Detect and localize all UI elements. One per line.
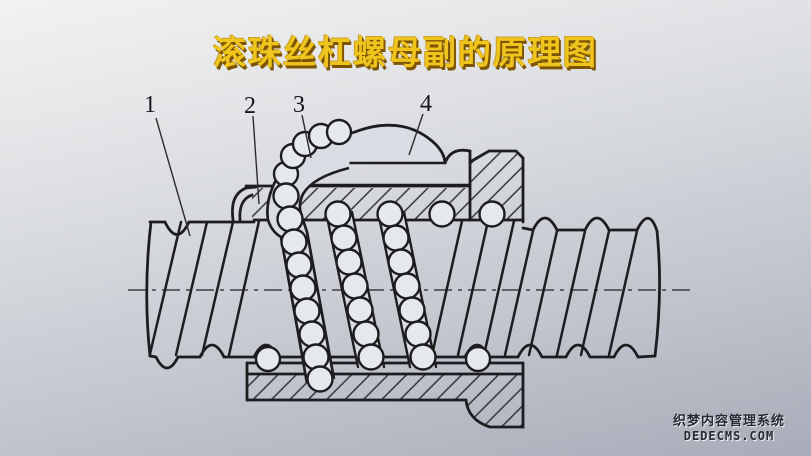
part-label-4: 4	[420, 91, 432, 117]
leader-lines	[155, 113, 424, 237]
leader-line-1	[155, 117, 191, 237]
nut-lower-body	[245, 361, 525, 429]
shaft-top-edge-left	[148, 220, 256, 236]
nut-end-cap	[231, 185, 258, 222]
flange-outline	[468, 149, 525, 224]
leader-line-3	[301, 114, 312, 159]
part-label-1: 1	[144, 92, 156, 118]
part-numbers: 1 2 3 4	[144, 91, 432, 119]
page-title: 滚珠丝杠螺母副的原理图	[213, 34, 598, 71]
nut-end-cap-inner	[238, 193, 254, 222]
watermark-line-1: 织梦内容管理系统	[672, 414, 785, 429]
dome-arc	[351, 123, 447, 165]
thread-flank-lines	[148, 219, 639, 357]
shaft-right-end	[653, 229, 661, 358]
tube-end-arch	[443, 148, 472, 165]
elbow-inner-edge	[298, 166, 350, 380]
shaft-bottom-edge	[148, 343, 657, 370]
watermark-line-2: DEDECMS.COM	[683, 428, 775, 443]
balls	[254, 118, 506, 393]
part-label-2: 2	[244, 93, 256, 119]
leader-line-4	[408, 113, 424, 156]
part-label-3: 3	[293, 92, 305, 118]
shaft-top-edge-right	[521, 216, 659, 233]
shaft-left-end	[145, 220, 153, 358]
leader-line-2	[252, 115, 260, 205]
watermark: 织梦内容管理系统 DEDECMS.COM	[672, 414, 785, 444]
